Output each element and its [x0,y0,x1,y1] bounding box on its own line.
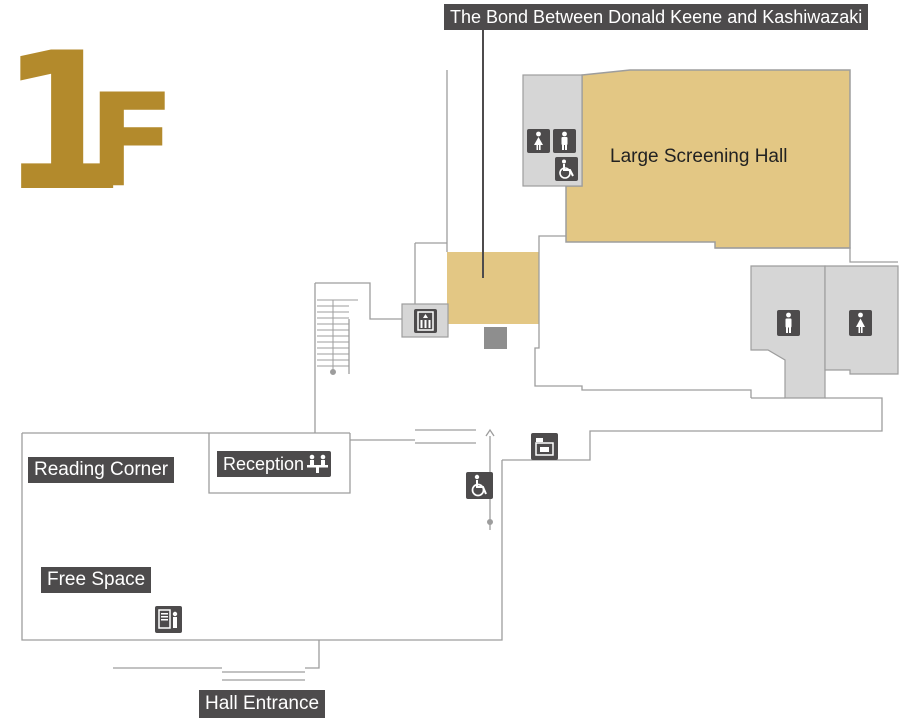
coin-locker-icon[interactable] [531,433,558,460]
accessible-icon[interactable] [466,472,493,499]
exhibit-area[interactable] [447,252,539,324]
female-restroom-icon[interactable] [849,310,872,336]
large-screening-hall-label[interactable]: Large Screening Hall [610,146,788,167]
floor-number: 1 [0,12,126,233]
hall-entrance-label[interactable]: Hall Entrance [199,690,326,718]
accessible-restroom-icon[interactable] [555,157,578,181]
female-restroom-icon[interactable] [527,129,550,153]
walls [21,70,898,681]
free-space-label[interactable]: Free Space [41,567,152,593]
reception-label[interactable]: Reception [217,451,311,477]
reception-desk-icon[interactable] [304,451,331,477]
staircase [317,299,493,525]
reading-corner-label[interactable]: Reading Corner [28,457,175,483]
information-terminal-icon[interactable] [155,606,182,633]
male-restroom-icon[interactable] [777,310,800,336]
male-restroom-icon[interactable] [553,129,576,153]
floor-unit: F [88,67,176,216]
exhibit-label[interactable]: The Bond Between Donald Keene and Kashiw… [444,4,869,30]
pillar [484,327,507,349]
elevator-icon[interactable] [414,309,437,333]
